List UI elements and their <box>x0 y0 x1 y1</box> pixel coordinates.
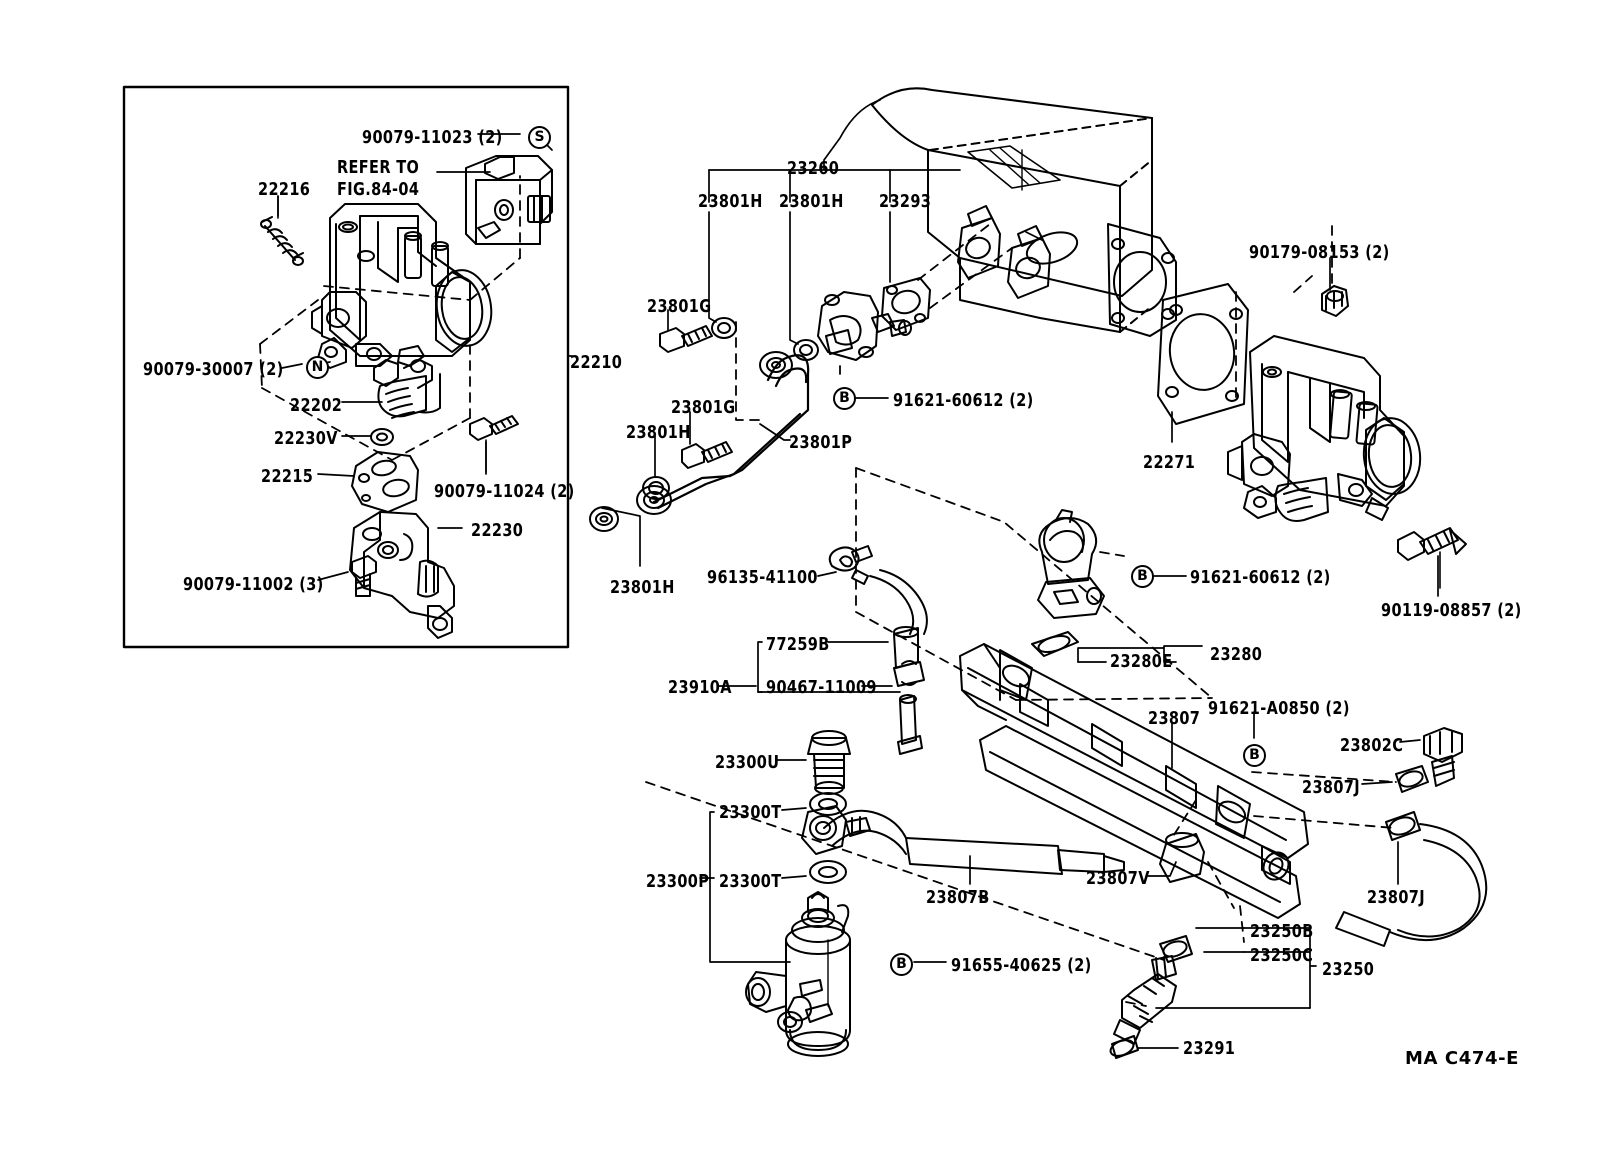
circle-mark-n: N <box>306 356 329 379</box>
part-label-23801h: 23801H <box>610 578 675 598</box>
bolt-23801G-upper <box>659 325 713 353</box>
part-label-23801h: 23801H <box>779 192 844 212</box>
circle-mark-b: B <box>1131 565 1154 588</box>
part-label-refer-to: REFER TO <box>337 158 420 178</box>
part-23300P-fuel-filter <box>745 891 851 1057</box>
part-label-23260: 23260 <box>787 159 840 179</box>
throttle-body-main <box>311 203 493 369</box>
part-label-23807v: 23807V <box>1086 869 1150 889</box>
fuel-return-hose <box>1335 823 1488 947</box>
bolt-90079-11024 <box>469 415 519 441</box>
part-22202-actuator <box>373 359 441 419</box>
circle-mark-b: B <box>1243 744 1266 767</box>
part-label-22271: 22271 <box>1143 453 1196 473</box>
circle-mark-s: S <box>528 126 551 149</box>
part-label-23300p: 23300P <box>646 872 710 892</box>
part-label-22202: 22202 <box>290 396 343 416</box>
part-label-22230: 22230 <box>471 521 524 541</box>
part-label-23250b: 23250B <box>1250 922 1314 942</box>
part-label-23801p: 23801P <box>789 433 853 453</box>
part-label-90119-08857-2: 90119-08857 (2) <box>1381 601 1522 621</box>
part-label-22216: 22216 <box>258 180 311 200</box>
part-23280-vsv <box>1037 509 1105 619</box>
bolt-23801G-lower <box>681 441 733 469</box>
washers-23801H <box>711 317 819 361</box>
part-label-90079-30007-2: 90079-30007 (2) <box>143 360 284 380</box>
part-23807J-clips <box>1385 765 1429 841</box>
intake-manifold <box>871 87 1177 337</box>
part-label-23300u: 23300U <box>715 753 780 773</box>
part-label-91655-40625-2: 91655-40625 (2) <box>951 956 1092 976</box>
part-23250-injector <box>1109 935 1193 1059</box>
part-22230-housing <box>349 511 455 639</box>
part-label-23807j: 23807J <box>1302 778 1360 798</box>
explode-dashed-lines <box>259 175 1397 1007</box>
part-23807-fuel-rail <box>959 643 1309 919</box>
part-label-23250: 23250 <box>1322 960 1375 980</box>
nut-90179-08153 <box>1321 285 1349 317</box>
figure-id: MA C474-E <box>1405 1048 1520 1069</box>
part-label-90467-11009: 90467-11009 <box>766 678 877 698</box>
part-label-23293: 23293 <box>879 192 932 212</box>
bolt-90119-08857 <box>1397 527 1467 561</box>
part-23802C-union <box>1423 727 1463 787</box>
clip-90467-11009 <box>893 660 925 687</box>
part-label-22210: 22210 <box>570 353 623 373</box>
part-23280E-gasket <box>1031 631 1079 657</box>
pipe-end-bushings <box>589 351 793 532</box>
part-23807B-hose <box>801 805 1125 875</box>
part-label-23300t: 23300T <box>719 872 782 892</box>
part-22215-gasket <box>351 451 419 513</box>
clamp-96135-41100 <box>828 545 873 585</box>
part-label-77259b: 77259B <box>766 635 830 655</box>
part-label-23801h: 23801H <box>626 423 691 443</box>
part-label-23910a: 23910A <box>668 678 732 698</box>
part-label-90079-11002-3: 90079-11002 (3) <box>183 575 324 595</box>
part-label-23280: 23280 <box>1210 645 1263 665</box>
part-label-90079-11023-2: 90079-11023 (2) <box>362 128 503 148</box>
part-label-90079-11024-2: 90079-11024 (2) <box>434 482 575 502</box>
throttle-body-right <box>1227 335 1422 522</box>
part-label-90179-08153-2: 90179-08153 (2) <box>1249 243 1390 263</box>
part-label-91621-60612-2: 91621-60612 (2) <box>1190 568 1331 588</box>
part-23807V-insulator <box>1159 832 1205 883</box>
part-label-96135-41100: 96135-41100 <box>707 568 818 588</box>
circle-mark-b: B <box>833 387 856 410</box>
part-22271-gasket <box>1157 283 1249 425</box>
part-23293-gasket <box>881 277 931 331</box>
part-label-23807j: 23807J <box>1367 888 1425 908</box>
part-label-23291: 23291 <box>1183 1039 1236 1059</box>
part-label-23280e: 23280E <box>1110 652 1173 672</box>
part-label-23801g: 23801G <box>647 297 712 317</box>
washers-23300T <box>809 792 847 884</box>
part-label-23807b: 23807B <box>926 888 990 908</box>
part-label-23801h: 23801H <box>698 192 763 212</box>
part-22216-spring <box>260 216 304 266</box>
part-label-23300t: 23300T <box>719 803 782 823</box>
part-label-fig-84-04: FIG.84-04 <box>337 180 420 200</box>
leader-lines <box>277 99 1439 1049</box>
damper-stem <box>897 694 923 755</box>
sensor-block <box>465 155 553 245</box>
bolt-90079-11002 <box>351 555 377 597</box>
bolt-23300U <box>807 730 851 795</box>
part-22230V-washer <box>370 428 394 446</box>
part-23260-egr-valve <box>817 291 912 361</box>
part-label-23250c: 23250C <box>1250 946 1314 966</box>
part-label-22230v: 22230V <box>274 429 338 449</box>
hose-77259B <box>869 569 928 669</box>
part-label-23801g: 23801G <box>671 398 736 418</box>
circle-mark-b: B <box>890 953 913 976</box>
part-label-91621-60612-2: 91621-60612 (2) <box>893 391 1034 411</box>
part-label-23807: 23807 <box>1148 709 1201 729</box>
part-label-22215: 22215 <box>261 467 314 487</box>
part-label-91621-a0850-2: 91621-A0850 (2) <box>1208 699 1350 719</box>
part-label-23802c: 23802C <box>1340 736 1404 756</box>
